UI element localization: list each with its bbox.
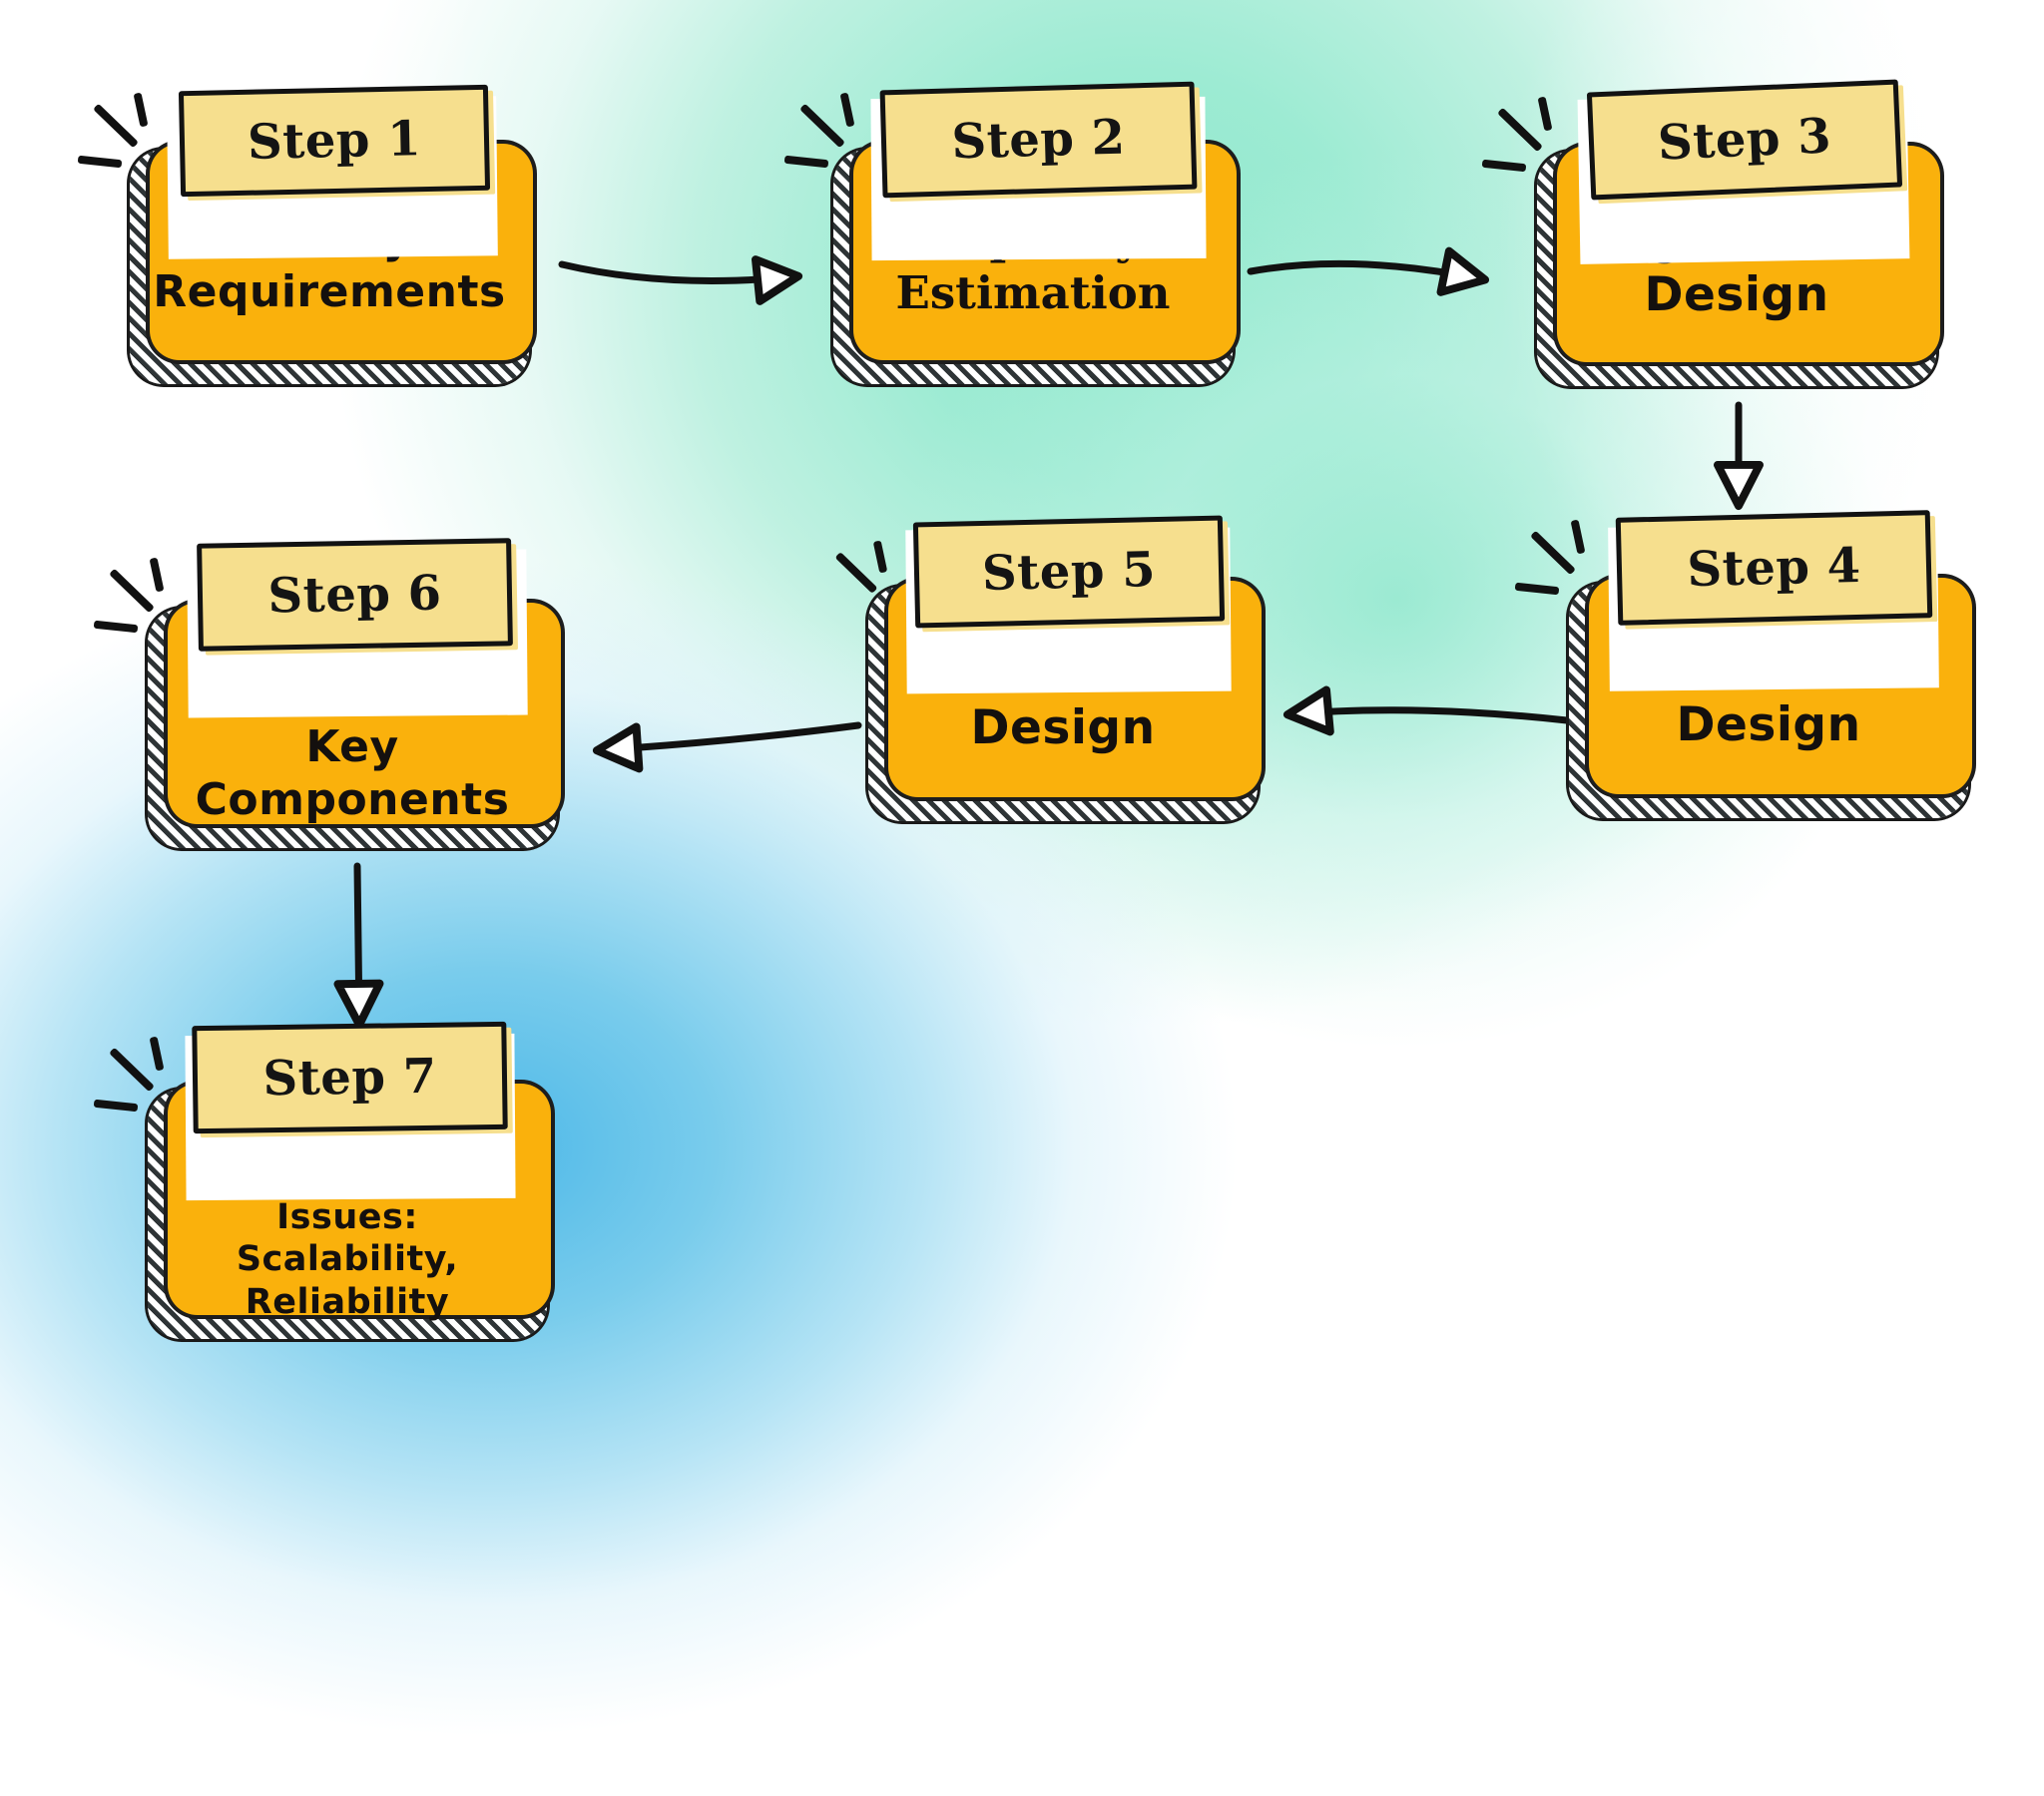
edge-step1-to-step2 — [558, 255, 803, 305]
node-step7-tab[interactable]: Step 7 — [192, 1021, 508, 1134]
node-step4-sparks — [1514, 519, 1597, 607]
node-step5-sparks — [822, 540, 902, 627]
node-step5-tab[interactable]: Step 5 — [912, 515, 1226, 629]
node-step4-tab[interactable]: Step 4 — [1615, 510, 1933, 626]
edge-step5-to-step6 — [592, 721, 862, 773]
node-step7[interactable]: Step 7 Address Key Issues: Scalability, … — [148, 1021, 551, 1339]
node-step2[interactable]: Step 2 Capacity Estimation — [833, 81, 1237, 384]
node-step7-sparks — [93, 1036, 176, 1123]
node-step1[interactable]: Step 1 Clarify Requirements — [130, 84, 533, 384]
node-step5-tab-label: Step 5 — [981, 542, 1157, 602]
edge-step2-to-step3 — [1247, 246, 1490, 296]
node-step1-tab-label: Step 1 — [247, 111, 422, 171]
node-step2-tab[interactable]: Step 2 — [879, 81, 1198, 199]
node-step1-sparks — [77, 92, 160, 180]
node-step6-tab[interactable]: Step 6 — [197, 538, 513, 652]
node-step2-tab-label: Step 2 — [950, 109, 1127, 171]
node-step4-tab-label: Step 4 — [1686, 537, 1862, 599]
connector-layer — [333, 246, 1764, 1030]
node-step6-tab-label: Step 6 — [266, 565, 442, 625]
node-step6-sparks — [93, 557, 176, 645]
node-step3-sparks — [1481, 96, 1564, 184]
node-step1-tab[interactable]: Step 1 — [178, 84, 491, 198]
node-step5[interactable]: Step 5 API Design — [868, 515, 1262, 821]
edge-step4-to-step5 — [1282, 685, 1571, 736]
node-step7-tab-label: Step 7 — [262, 1048, 437, 1108]
edge-step6-to-step7 — [333, 862, 384, 1030]
node-step3[interactable]: Step 3 High-Level Design — [1537, 79, 1940, 386]
node-step2-sparks — [783, 92, 866, 180]
node-step6[interactable]: Step 6 Dive into Key Components — [148, 538, 561, 848]
node-step4[interactable]: Step 4 Database Design — [1569, 510, 1972, 818]
node-step3-tab[interactable]: Step 3 — [1586, 79, 1903, 201]
node-step3-tab-label: Step 3 — [1656, 108, 1833, 172]
